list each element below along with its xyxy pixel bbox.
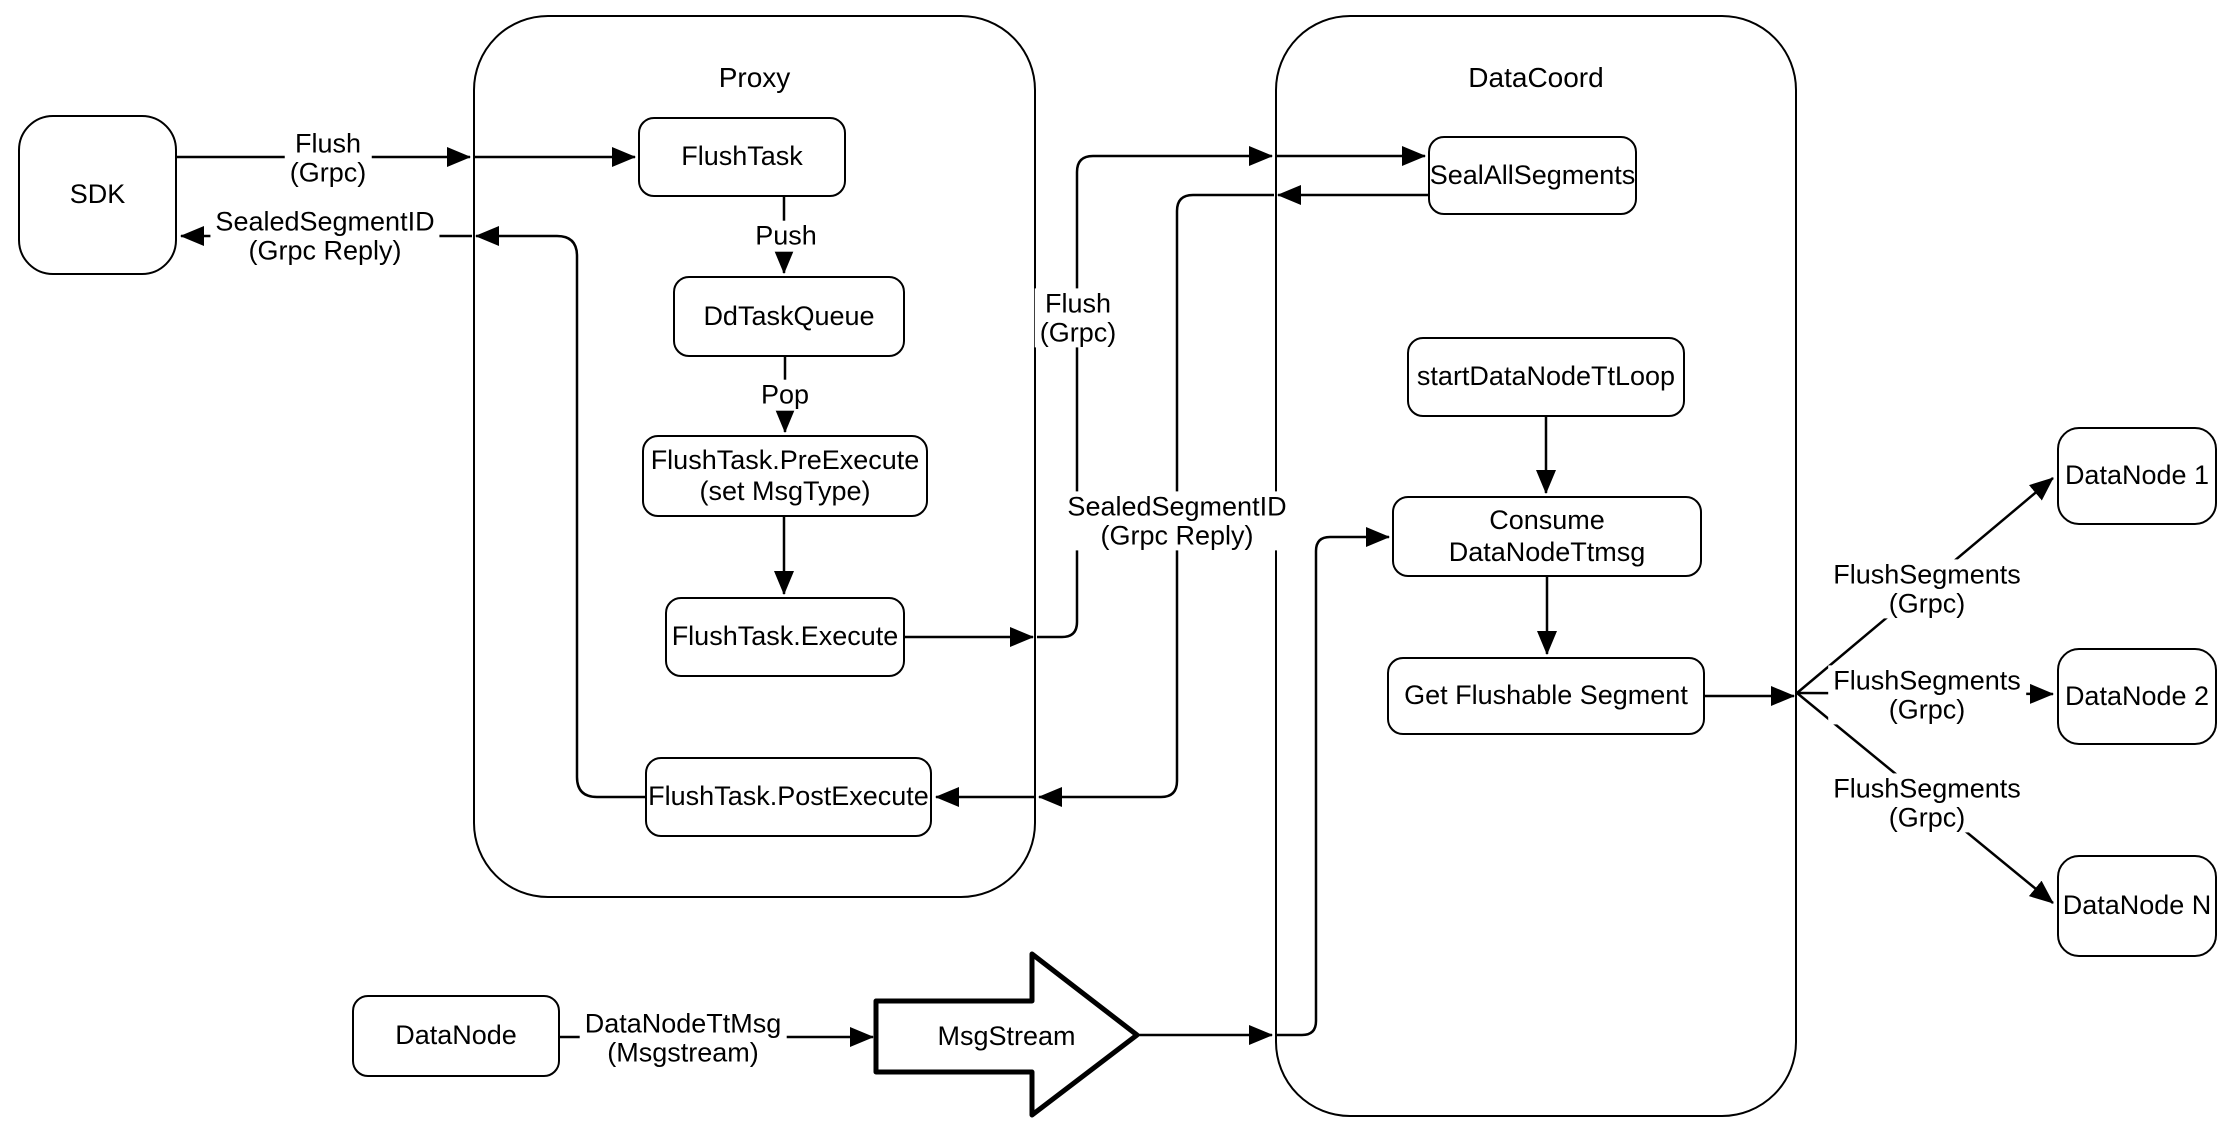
edge-label-sealed-segment-id-sdk: SealedSegmentID (Grpc Reply) (210, 206, 440, 266)
node-label: FlushTask.PreExecute (650, 444, 920, 475)
edge-label-push: Push (750, 220, 822, 252)
edge-label-flush-segments-3: FlushSegments (Grpc) (1828, 773, 2026, 833)
node-label: DataNode 1 (2064, 460, 2210, 491)
node-datanode-2: DataNode 2 (2057, 648, 2217, 745)
node-label: DataNode N (2062, 890, 2212, 921)
node-datanode-source: DataNode (352, 995, 560, 1077)
edge-label-flush-sdk: Flush (Grpc) (284, 128, 372, 188)
node-label: SDK (69, 179, 126, 210)
node-start-datanode-tt-loop: startDataNodeTtLoop (1407, 337, 1685, 417)
node-seal-all-segments: SealAllSegments (1428, 136, 1637, 215)
node-label: startDataNodeTtLoop (1416, 361, 1676, 392)
node-label: FlushTask (681, 141, 803, 172)
container-proxy (473, 15, 1036, 898)
node-get-flushable-segment: Get Flushable Segment (1387, 657, 1705, 735)
node-label: FlushTask.PostExecute (648, 781, 929, 812)
node-label: DataNode 2 (2064, 680, 2210, 711)
edge-label-datanode-ttmsg: DataNodeTtMsg (Msgstream) (579, 1008, 787, 1068)
node-sdk: SDK (18, 115, 177, 275)
node-label: Consume DataNodeTtmsg (1448, 505, 1646, 567)
node-sublabel: (set MsgType) (699, 476, 871, 506)
node-dd-task-queue: DdTaskQueue (673, 276, 905, 357)
edge-proxy-to-datacoord-flush (1037, 146, 1273, 639)
node-flush-task-execute: FlushTask.Execute (665, 597, 905, 677)
node-label: FlushTask.Execute (671, 621, 899, 652)
node-label: DataNode (395, 1020, 517, 1051)
node-consume-datanode-ttmsg: Consume DataNodeTtmsg (1392, 496, 1702, 577)
edge-label-flush-segments-2: FlushSegments (Grpc) (1828, 665, 2026, 725)
edge-label-flush-segments-1: FlushSegments (Grpc) (1828, 559, 2026, 619)
container-proxy-title: Proxy (718, 62, 791, 93)
container-datacoord-title: DataCoord (1468, 62, 1604, 93)
edge-label-pop: Pop (755, 379, 815, 411)
node-flush-task-pre-execute: FlushTask.PreExecute (set MsgType) (642, 435, 928, 517)
node-label: SealAllSegments (1429, 159, 1636, 190)
msgstream-label: MsgStream (937, 1021, 1076, 1051)
node-datanode-n: DataNode N (2057, 855, 2217, 957)
node-datanode-1: DataNode 1 (2057, 427, 2217, 525)
node-flush-task: FlushTask (638, 117, 846, 197)
node-label: Get Flushable Segment (1404, 680, 1688, 711)
node-label: DdTaskQueue (703, 300, 875, 331)
node-flush-task-post-execute: FlushTask.PostExecute (645, 757, 932, 837)
edge-label-sealed-segment-id-reply: SealedSegmentID (Grpc Reply) (1062, 491, 1292, 551)
edge-label-flush-proxy-datacoord: Flush (Grpc) (1034, 288, 1122, 348)
